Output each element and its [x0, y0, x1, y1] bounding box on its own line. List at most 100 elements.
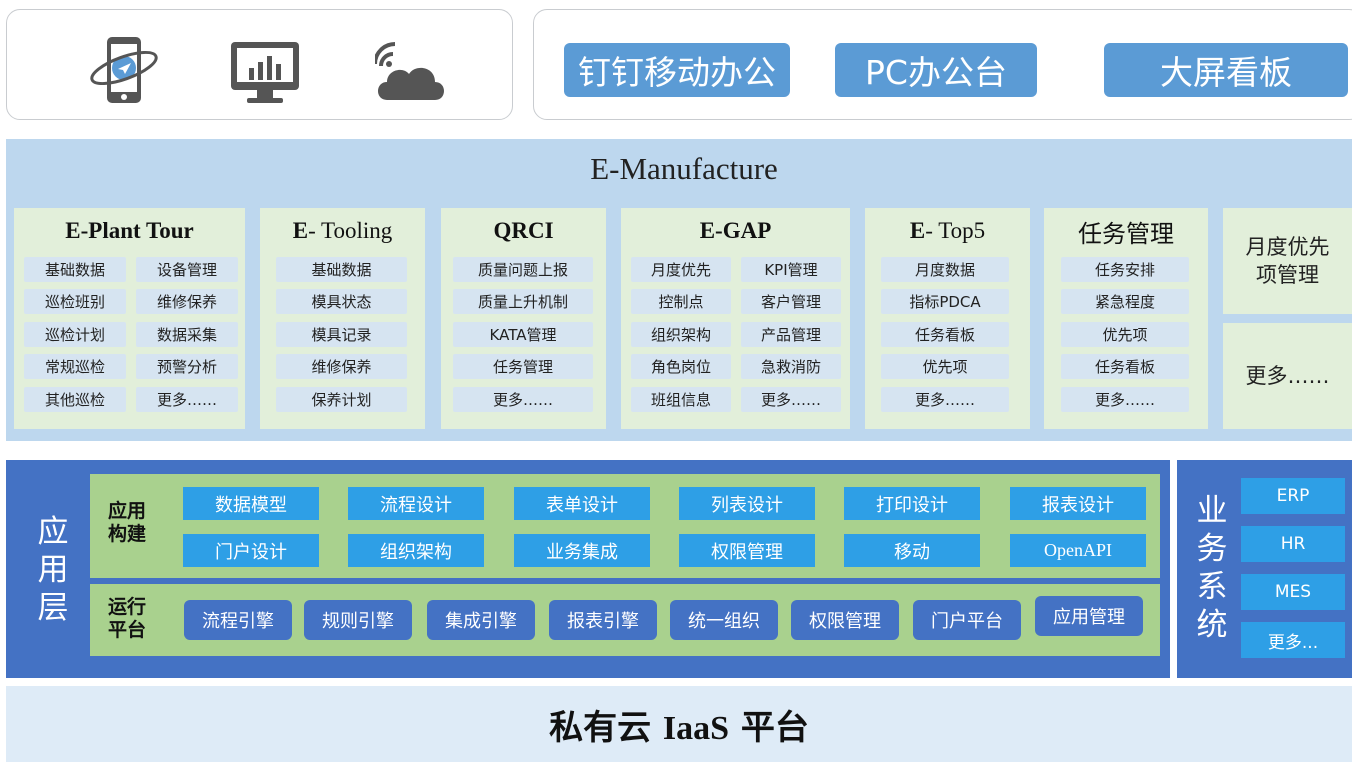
module-title-rest: - Tooling [308, 218, 393, 243]
business-item-hr[interactable]: HR [1241, 526, 1345, 562]
module-title: E-GAP [621, 216, 850, 246]
module-item[interactable]: 角色岗位 [631, 354, 731, 379]
terminals-panel: 钉钉移动办公 PC办公台 大屏看板 [533, 9, 1352, 120]
module-item[interactable]: 基础数据 [24, 257, 126, 282]
module-item[interactable]: 任务管理 [453, 354, 593, 379]
module-item[interactable]: 其他巡检 [24, 387, 126, 412]
application-layer: 应用层 应用构建 数据模型 流程设计 表单设计 列表设计 打印设计 报表设计 门… [6, 460, 1170, 678]
run-item-unified-org[interactable]: 统一组织 [670, 600, 778, 640]
module-item[interactable]: 月度数据 [881, 257, 1009, 282]
module-item[interactable]: 急救消防 [741, 354, 841, 379]
business-systems-label: 业务系统 [1196, 493, 1228, 643]
module-item-more[interactable]: 更多…… [741, 387, 841, 412]
module-item[interactable]: 任务看板 [1061, 354, 1189, 379]
build-item-permission[interactable]: 权限管理 [679, 534, 815, 567]
module-item[interactable]: 任务安排 [1061, 257, 1189, 282]
module-item[interactable]: 月度优先 [631, 257, 731, 282]
build-item-data-model[interactable]: 数据模型 [183, 487, 319, 520]
run-item-process-engine[interactable]: 流程引擎 [184, 600, 292, 640]
module-item-more[interactable]: 更多…… [136, 387, 238, 412]
run-item-portal-platform[interactable]: 门户平台 [913, 600, 1021, 640]
iaas-platform: 私有云 IaaS 平台 [6, 686, 1352, 762]
monthly-priority-label: 月度优先项管理 [1245, 235, 1330, 287]
business-item-erp[interactable]: ERP [1241, 478, 1345, 514]
module-e-plant-tour: E-Plant Tour 基础数据 设备管理 巡检班别 维修保养 巡检计划 数据… [14, 208, 245, 429]
monthly-priority-box[interactable]: 月度优先项管理 [1223, 208, 1352, 314]
module-item[interactable]: 模具记录 [276, 322, 407, 347]
application-layer-label: 应用层 [37, 514, 69, 626]
module-item[interactable]: 巡检班别 [24, 289, 126, 314]
module-title: E-Plant Tour [14, 216, 245, 246]
module-item[interactable]: 控制点 [631, 289, 731, 314]
module-e-tooling: E- Tooling 基础数据 模具状态 模具记录 维修保养 保养计划 [260, 208, 425, 429]
app-build-panel: 应用构建 数据模型 流程设计 表单设计 列表设计 打印设计 报表设计 门户设计 … [90, 474, 1160, 578]
module-item[interactable]: 优先项 [881, 354, 1009, 379]
module-item[interactable]: 数据采集 [136, 322, 238, 347]
iaas-suffix: 平台 [729, 707, 809, 748]
module-item[interactable]: KATA管理 [453, 322, 593, 347]
build-item-portal-design[interactable]: 门户设计 [183, 534, 319, 567]
devices-panel [6, 9, 513, 120]
module-title-bold: QRCI [493, 218, 554, 243]
app-run-label: 运行平台 [108, 596, 147, 641]
module-item[interactable]: 保养计划 [276, 387, 407, 412]
module-title-rest: - Top5 [925, 218, 986, 243]
run-item-report-engine[interactable]: 报表引擎 [549, 600, 657, 640]
build-item-list-design[interactable]: 列表设计 [679, 487, 815, 520]
terminal-button-bigscreen[interactable]: 大屏看板 [1104, 43, 1348, 97]
iaas-prefix: 私有云 [549, 707, 663, 748]
module-item[interactable]: 预警分析 [136, 354, 238, 379]
module-item[interactable]: 常规巡检 [24, 354, 126, 379]
build-item-business-integration[interactable]: 业务集成 [514, 534, 650, 567]
app-build-label: 应用构建 [108, 500, 147, 545]
iaas-platform-title: 私有云 IaaS 平台 [549, 700, 809, 749]
module-item[interactable]: 基础数据 [276, 257, 407, 282]
module-item[interactable]: 班组信息 [631, 387, 731, 412]
module-item[interactable]: 指标PDCA [881, 289, 1009, 314]
run-item-permission[interactable]: 权限管理 [791, 600, 899, 640]
app-run-panel: 运行平台 流程引擎 规则引擎 集成引擎 报表引擎 统一组织 权限管理 门户平台 … [90, 584, 1160, 656]
module-title: E- Tooling [260, 216, 425, 246]
terminal-button-pc[interactable]: PC办公台 [835, 43, 1037, 97]
run-item-integration-engine[interactable]: 集成引擎 [427, 600, 535, 640]
build-item-report-design[interactable]: 报表设计 [1010, 487, 1146, 520]
iaas-name: IaaS [662, 709, 730, 747]
module-item[interactable]: 模具状态 [276, 289, 407, 314]
module-item[interactable]: 巡检计划 [24, 322, 126, 347]
build-item-form-design[interactable]: 表单设计 [514, 487, 650, 520]
build-item-openapi[interactable]: OpenAPI [1010, 534, 1146, 567]
run-item-rule-engine[interactable]: 规则引擎 [304, 600, 412, 640]
module-e-top5: E- Top5 月度数据 指标PDCA 任务看板 优先项 更多…… [865, 208, 1030, 429]
module-item[interactable]: 紧急程度 [1061, 289, 1189, 314]
business-item-more[interactable]: 更多... [1241, 622, 1345, 658]
build-item-print-design[interactable]: 打印设计 [844, 487, 980, 520]
module-item-more[interactable]: 更多…… [453, 387, 593, 412]
more-box[interactable]: 更多…… [1223, 323, 1352, 429]
module-item[interactable]: 设备管理 [136, 257, 238, 282]
module-title: QRCI [441, 216, 606, 246]
module-item[interactable]: 组织架构 [631, 322, 731, 347]
module-item[interactable]: 质量上升机制 [453, 289, 593, 314]
build-item-mobile[interactable]: 移动 [844, 534, 980, 567]
business-item-mes[interactable]: MES [1241, 574, 1345, 610]
build-item-org-structure[interactable]: 组织架构 [348, 534, 484, 567]
wireless-cloud-icon [375, 42, 444, 100]
module-item-more[interactable]: 更多…… [1061, 387, 1189, 412]
module-qrci: QRCI 质量问题上报 质量上升机制 KATA管理 任务管理 更多…… [441, 208, 606, 429]
build-item-process-design[interactable]: 流程设计 [348, 487, 484, 520]
module-item-more[interactable]: 更多…… [881, 387, 1009, 412]
module-task-management: 任务管理 任务安排 紧急程度 优先项 任务看板 更多…… [1044, 208, 1208, 429]
module-item[interactable]: 客户管理 [741, 289, 841, 314]
module-title: 任务管理 [1078, 219, 1174, 248]
module-item[interactable]: KPI管理 [741, 257, 841, 282]
terminal-button-dingtalk[interactable]: 钉钉移动办公 [564, 43, 790, 97]
module-item[interactable]: 优先项 [1061, 322, 1189, 347]
module-item[interactable]: 产品管理 [741, 322, 841, 347]
module-item[interactable]: 任务看板 [881, 322, 1009, 347]
module-item[interactable]: 维修保养 [276, 354, 407, 379]
business-systems: 业务系统 ERP HR MES 更多... [1177, 460, 1352, 678]
run-item-app-management[interactable]: 应用管理 [1035, 596, 1143, 636]
module-title-bold: E-GAP [699, 218, 772, 243]
module-item[interactable]: 维修保养 [136, 289, 238, 314]
module-item[interactable]: 质量问题上报 [453, 257, 593, 282]
